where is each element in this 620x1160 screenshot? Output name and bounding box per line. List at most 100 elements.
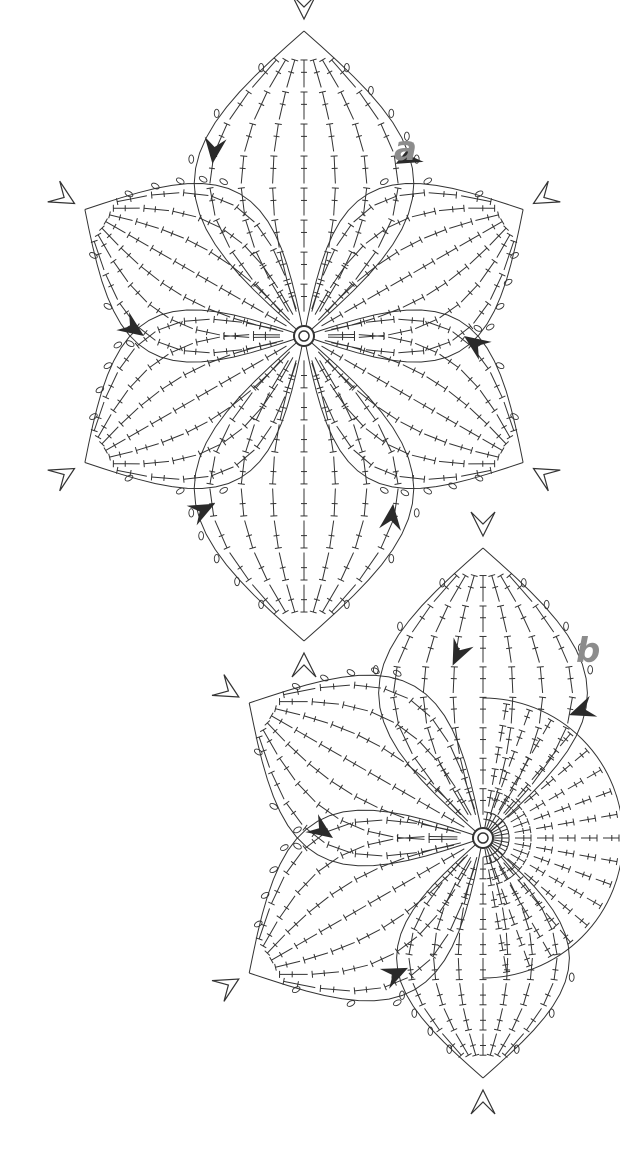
treble-stitch-icon — [135, 444, 158, 454]
treble-stitch-icon — [524, 790, 539, 803]
treble-stitch-icon — [270, 489, 277, 517]
join-arrow-icon — [453, 637, 474, 665]
treble-stitch-icon — [480, 259, 497, 282]
treble-stitch-icon — [524, 882, 542, 906]
treble-stitch-icon — [554, 864, 570, 873]
treble-stitch-icon — [560, 930, 573, 945]
treble-stitch-icon — [160, 280, 181, 295]
treble-stitch-icon — [429, 191, 457, 199]
treble-stitch-icon — [549, 876, 565, 887]
treble-stitch-icon — [437, 762, 455, 786]
treble-stitch-icon — [254, 426, 271, 449]
treble-stitch-icon — [507, 573, 532, 601]
chain-stitch-icon — [198, 175, 208, 183]
chain-stitch-icon — [260, 891, 270, 899]
treble-stitch-icon — [480, 933, 487, 955]
treble-stitch-icon — [415, 316, 437, 328]
treble-stitch-icon — [253, 392, 269, 421]
treble-stitch-icon — [501, 771, 510, 787]
treble-stitch-icon — [301, 156, 308, 183]
treble-stitch-icon — [546, 748, 559, 763]
treble-stitch-icon — [536, 846, 552, 854]
treble-stitch-icon — [424, 727, 436, 754]
treble-stitch-icon — [196, 326, 220, 335]
treble-stitch-icon — [103, 372, 118, 399]
treble-stitch-icon — [119, 408, 138, 427]
chain-stitch-icon — [103, 302, 113, 310]
treble-stitch-icon — [468, 460, 494, 467]
treble-stitch-icon — [559, 835, 575, 842]
treble-stitch-icon — [480, 983, 487, 1005]
treble-stitch-icon — [480, 728, 487, 754]
treble-stitch-icon — [461, 283, 480, 303]
chain-stitch-icon — [423, 487, 433, 495]
treble-stitch-icon — [480, 606, 487, 632]
treble-stitch-icon — [330, 778, 352, 794]
treble-stitch-icon — [524, 1008, 542, 1032]
chain-stitch-icon — [95, 386, 105, 394]
chain-stitch-icon — [199, 532, 204, 540]
treble-stitch-icon — [552, 933, 560, 955]
chain-stitch-icon — [175, 487, 185, 495]
treble-stitch-icon — [480, 697, 487, 723]
treble-stitch-icon — [222, 429, 242, 446]
treble-stitch-icon — [357, 732, 380, 746]
treble-stitch-icon — [532, 738, 543, 754]
treble-stitch-icon — [242, 244, 261, 264]
join-arrow-icon — [305, 814, 333, 838]
treble-stitch-icon — [378, 424, 394, 453]
treble-stitch-icon — [499, 935, 507, 951]
treble-stitch-icon — [537, 667, 545, 693]
treble-stitch-icon — [568, 778, 584, 789]
treble-stitch-icon — [254, 91, 270, 120]
treble-stitch-icon — [211, 467, 234, 479]
treble-stitch-icon — [127, 426, 148, 440]
treble-stitch-icon — [294, 727, 317, 742]
chain-stitch-icon — [510, 412, 520, 420]
treble-stitch-icon — [375, 193, 398, 205]
treble-stitch-icon — [312, 698, 339, 706]
treble-stitch-icon — [528, 635, 539, 662]
treble-stitch-icon — [427, 377, 448, 392]
chain-stitch-icon — [473, 324, 483, 332]
treble-stitch-icon — [245, 123, 256, 151]
tip-arrow-icon — [471, 512, 495, 536]
treble-stitch-icon — [301, 553, 308, 580]
treble-stitch-icon — [444, 1008, 457, 1031]
treble-stitch-icon — [354, 987, 381, 995]
chain-stitch-icon — [503, 278, 513, 286]
treble-stitch-icon — [388, 337, 412, 346]
treble-stitch-icon — [285, 742, 306, 762]
treble-stitch-icon — [378, 249, 399, 264]
treble-stitch-icon — [450, 697, 457, 723]
treble-stitch-icon — [337, 223, 354, 246]
chain-stitch-icon — [544, 600, 549, 608]
treble-stitch-icon — [161, 226, 184, 238]
treble-stitch-icon — [491, 891, 499, 907]
treble-stitch-icon — [319, 91, 329, 119]
treble-stitch-icon — [338, 553, 354, 582]
chain-stitch-icon — [214, 109, 219, 117]
treble-stitch-icon — [331, 942, 355, 954]
treble-stitch-icon — [320, 985, 350, 993]
treble-stitch-icon — [303, 953, 328, 964]
treble-stitch-icon — [370, 709, 394, 722]
treble-stitch-icon — [207, 456, 216, 484]
treble-stitch-icon — [517, 930, 526, 946]
treble-stitch-icon — [412, 208, 436, 217]
treble-stitch-icon — [491, 768, 499, 784]
treble-stitch-icon — [361, 489, 369, 517]
treble-stitch-icon — [553, 635, 568, 663]
chain-stitch-icon — [392, 669, 402, 677]
treble-stitch-icon — [330, 881, 352, 897]
treble-stitch-icon — [455, 933, 462, 955]
treble-stitch-icon — [160, 377, 181, 392]
treble-stitch-icon — [439, 205, 464, 212]
treble-stitch-icon — [284, 851, 303, 874]
treble-stitch-icon — [451, 667, 458, 693]
treble-stitch-icon — [268, 877, 284, 905]
treble-stitch-icon — [568, 887, 584, 898]
chain-stitch-icon — [379, 177, 389, 185]
chain-stitch-icon — [369, 86, 374, 94]
